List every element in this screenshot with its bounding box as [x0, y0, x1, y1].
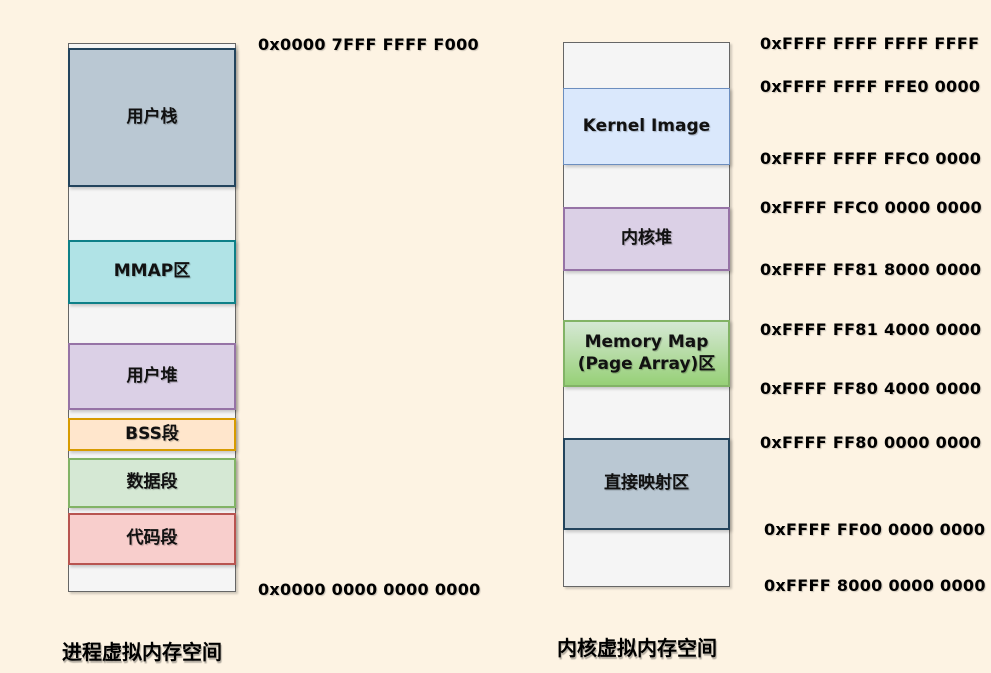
segment-direct-mapping-label: 直接映射区: [604, 473, 689, 494]
segment-bss: BSS段: [68, 418, 236, 451]
segment-code-label: 代码段: [126, 528, 178, 549]
segment-user-heap: 用户堆: [68, 343, 236, 410]
process-top-address: 0x0000 7FFF FFFF F000: [258, 35, 479, 54]
kernel-address-0: 0xFFFF FFFF FFFF FFFF: [760, 34, 980, 53]
segment-bss-label: BSS段: [125, 423, 179, 444]
process-bottom-address: 0x0000 0000 0000 0000: [258, 580, 481, 599]
segment-user-stack-label: 用户栈: [126, 106, 178, 127]
kernel-address-6: 0xFFFF FF80 4000 0000: [760, 379, 982, 398]
segment-mmap: MMAP区: [68, 240, 236, 304]
kernel-address-1: 0xFFFF FFFF FFE0 0000: [760, 77, 981, 96]
segment-kernel-image-label: Kernel Image: [582, 115, 711, 136]
kernel-address-3: 0xFFFF FFC0 0000 0000: [760, 198, 982, 217]
kernel-address-2: 0xFFFF FFFF FFC0 0000: [760, 149, 982, 168]
segment-data: 数据段: [68, 458, 236, 508]
segment-kernel-heap-label: 内核堆: [621, 228, 672, 249]
kernel-address-5: 0xFFFF FF81 4000 0000: [760, 320, 982, 339]
segment-code: 代码段: [68, 513, 236, 565]
segment-memory-map-page-array: Memory Map (Page Array)区: [563, 320, 730, 387]
segment-direct-mapping: 直接映射区: [563, 438, 730, 530]
segment-user-heap-label: 用户堆: [126, 365, 178, 386]
kernel-address-7: 0xFFFF FF80 0000 0000: [760, 433, 982, 452]
process-diagram-caption: 进程虚拟内存空间: [62, 640, 222, 664]
segment-user-stack: 用户栈: [68, 48, 236, 187]
segment-kernel-image: Kernel Image: [563, 88, 730, 165]
kernel-address-4: 0xFFFF FF81 8000 0000: [760, 260, 982, 279]
segment-memory-map-label: Memory Map (Page Array)区: [577, 332, 716, 374]
segment-data-label: 数据段: [126, 472, 178, 493]
segment-kernel-heap: 内核堆: [563, 207, 730, 271]
kernel-address-8: 0xFFFF FF00 0000 0000: [764, 520, 986, 539]
kernel-address-9: 0xFFFF 8000 0000 0000: [764, 576, 986, 595]
kernel-diagram-caption: 内核虚拟内存空间: [557, 636, 717, 660]
segment-mmap-label: MMAP区: [113, 261, 191, 282]
